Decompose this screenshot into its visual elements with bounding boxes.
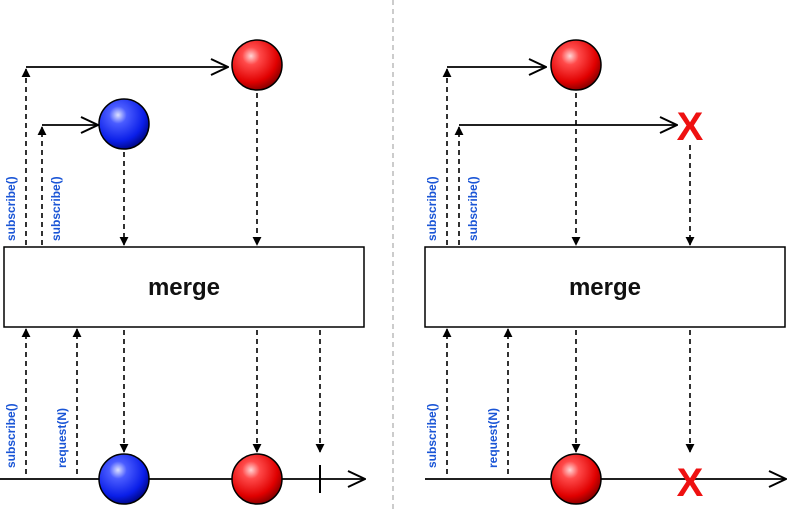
red-marble <box>231 39 283 91</box>
merge-operator-box <box>3 246 365 328</box>
red-marble <box>550 453 602 505</box>
error-x-icon: X <box>677 461 704 505</box>
operator-label: merge <box>148 274 220 301</box>
request-label: request(N) <box>55 408 69 468</box>
red-marble <box>231 453 283 505</box>
right-panel: X subscribe() subscribe() merge subscrib… <box>424 39 786 505</box>
merge-operator-box <box>424 246 786 328</box>
left-panel: subscribe() subscribe() merge subscribe(… <box>0 39 365 505</box>
subscribe-label: subscribe() <box>4 176 18 241</box>
request-label: request(N) <box>486 408 500 468</box>
red-marble <box>550 39 602 91</box>
subscribe-label: subscribe() <box>466 176 480 241</box>
subscribe-label: subscribe() <box>49 176 63 241</box>
error-x-icon: X <box>677 105 704 149</box>
subscribe-label: subscribe() <box>425 176 439 241</box>
downstream-subscribe-label: subscribe() <box>425 403 439 468</box>
operator-label: merge <box>569 274 641 301</box>
blue-marble <box>98 453 150 505</box>
downstream-subscribe-label: subscribe() <box>4 403 18 468</box>
blue-marble <box>98 98 150 150</box>
